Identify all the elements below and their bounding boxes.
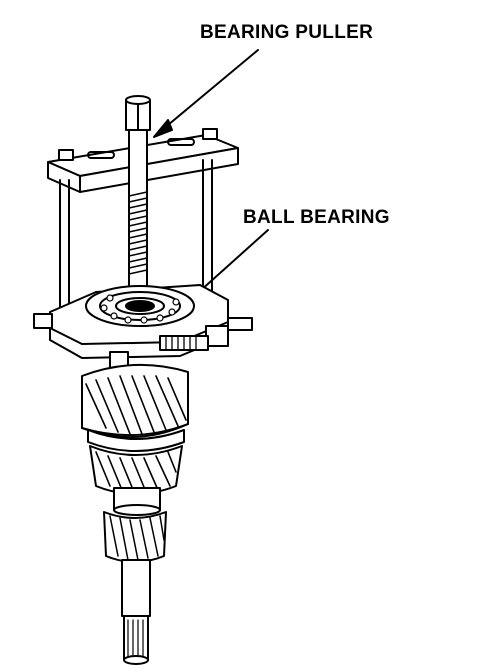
forcing-screw-head	[125, 95, 151, 131]
ball-bearing-label: BALL BEARING	[243, 207, 390, 228]
synchronizer-ring	[87, 429, 185, 452]
ball-bearing	[85, 285, 195, 327]
leader-arrow-bearing-puller	[153, 49, 259, 138]
shaft-collar	[113, 487, 161, 516]
pinion-gear	[103, 511, 167, 563]
puller-side-rods	[59, 159, 213, 313]
bearing-puller-label: BEARING PULLER	[200, 22, 374, 43]
output-shaft	[121, 559, 151, 665]
upper-helical-gear	[81, 363, 189, 439]
lower-helical-gear	[89, 445, 183, 495]
forcing-screw-shaft	[128, 129, 148, 291]
